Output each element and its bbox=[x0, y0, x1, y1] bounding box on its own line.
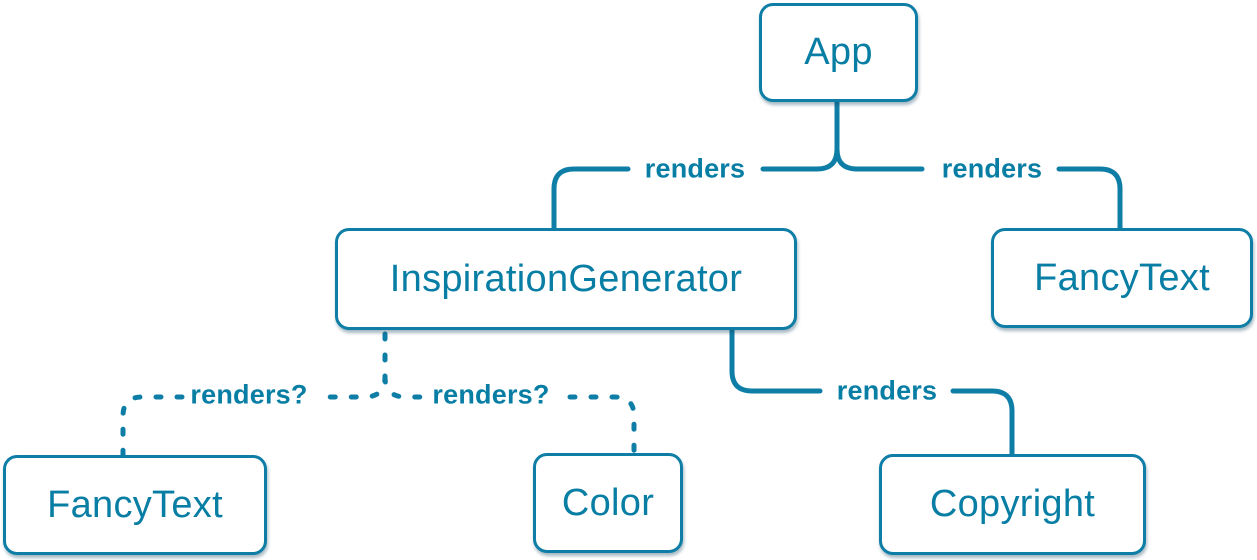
edge-label-renders-copyright: renders bbox=[836, 375, 938, 406]
edge-label-renders-right: renders bbox=[941, 153, 1043, 184]
edge-label-renders-question-right: renders? bbox=[432, 379, 550, 410]
edge-label-renders-question-left: renders? bbox=[190, 379, 308, 410]
edge-ig-fancytext-dashed-cont bbox=[120, 394, 185, 458]
edge-app-inspirationgenerator-cont bbox=[551, 166, 631, 231]
node-inspiration-generator: InspirationGenerator bbox=[335, 228, 797, 330]
edge-ig-copyright bbox=[729, 327, 823, 394]
node-app: App bbox=[759, 3, 918, 102]
edge-ig-color-dashed bbox=[382, 374, 437, 400]
node-fancytext-top: FancyText bbox=[991, 228, 1253, 328]
node-copyright: Copyright bbox=[879, 454, 1146, 555]
edge-ig-copyright-cont bbox=[950, 388, 1015, 457]
node-color: Color bbox=[533, 453, 683, 553]
edge-ig-color-dashed-cont bbox=[567, 394, 637, 455]
node-fancytext-bottom: FancyText bbox=[3, 455, 267, 555]
edge-app-inspirationgenerator bbox=[760, 98, 840, 172]
edge-label-renders-left: renders bbox=[644, 153, 746, 184]
edge-app-fancytext bbox=[834, 98, 925, 172]
edge-app-fancytext-cont bbox=[1056, 166, 1123, 231]
edge-ig-fancytext-dashed bbox=[323, 331, 388, 400]
